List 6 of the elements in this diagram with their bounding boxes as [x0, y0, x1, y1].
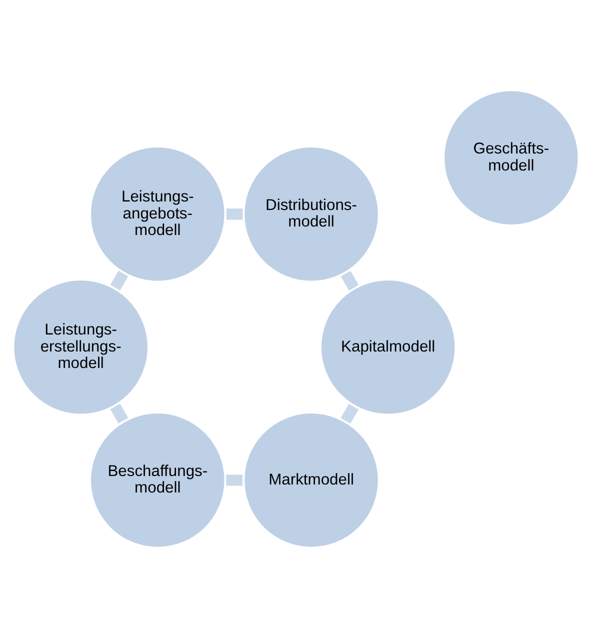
connector — [226, 474, 243, 486]
connector — [226, 208, 243, 220]
connector — [340, 403, 359, 424]
connector — [110, 403, 128, 423]
connector — [110, 270, 128, 290]
connector — [340, 270, 359, 290]
